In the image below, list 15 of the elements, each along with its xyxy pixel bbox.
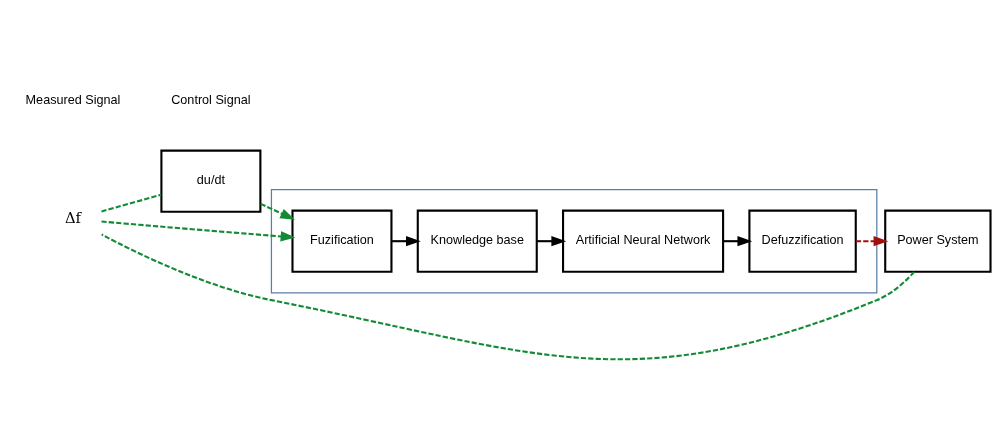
arrow	[391, 236, 421, 247]
arrow	[260, 202, 295, 220]
arrow	[101, 220, 296, 242]
connector	[101, 233, 915, 361]
node-box: Power System	[884, 209, 992, 273]
node-box: Knowledge base	[416, 209, 538, 273]
legend-label: Measured Signal	[25, 93, 121, 108]
node-box: Fuzification	[291, 209, 393, 273]
node-box: Defuzzification	[748, 209, 857, 273]
node-box: du/dt	[160, 149, 262, 213]
node-text: Δf	[64, 208, 82, 226]
legend-label: Control Signal	[171, 93, 251, 108]
node-box: Artificial Neural Network	[562, 209, 725, 273]
connector	[101, 193, 162, 213]
arrow	[855, 236, 889, 247]
